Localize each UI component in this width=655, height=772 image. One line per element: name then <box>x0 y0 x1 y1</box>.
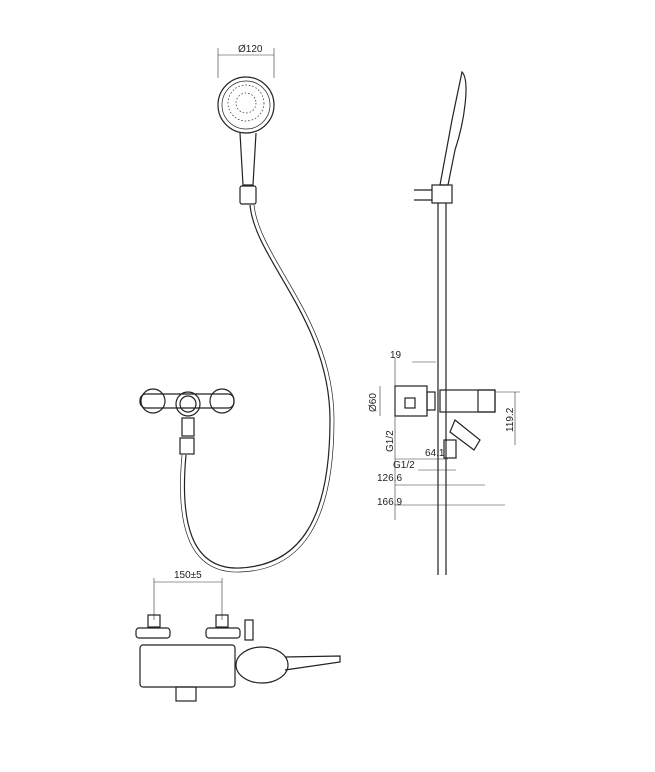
svg-text:166.9: 166.9 <box>377 497 402 508</box>
svg-text:64.1: 64.1 <box>425 448 445 459</box>
mixer-top-view: 150±5 <box>135 570 341 702</box>
svg-text:G1/2: G1/2 <box>393 460 415 471</box>
svg-text:119.2: 119.2 <box>505 407 516 432</box>
svg-text:G1/2: G1/2 <box>385 430 396 452</box>
svg-text:126.6: 126.6 <box>377 473 402 484</box>
svg-text:Ø60: Ø60 <box>368 393 379 412</box>
side-dimensions: 19 Ø60 G1/2 64.1 G1/2 126.6 166.9 119.2 <box>368 350 520 520</box>
dim-head-diameter: Ø120 <box>217 44 275 78</box>
shower-hose <box>183 204 331 569</box>
mixer-front <box>139 388 235 455</box>
hand-shower-front <box>217 76 275 205</box>
svg-text:150±5: 150±5 <box>174 570 202 581</box>
svg-text:Ø120: Ø120 <box>238 44 263 55</box>
side-view <box>394 70 496 575</box>
svg-text:19: 19 <box>390 350 402 361</box>
